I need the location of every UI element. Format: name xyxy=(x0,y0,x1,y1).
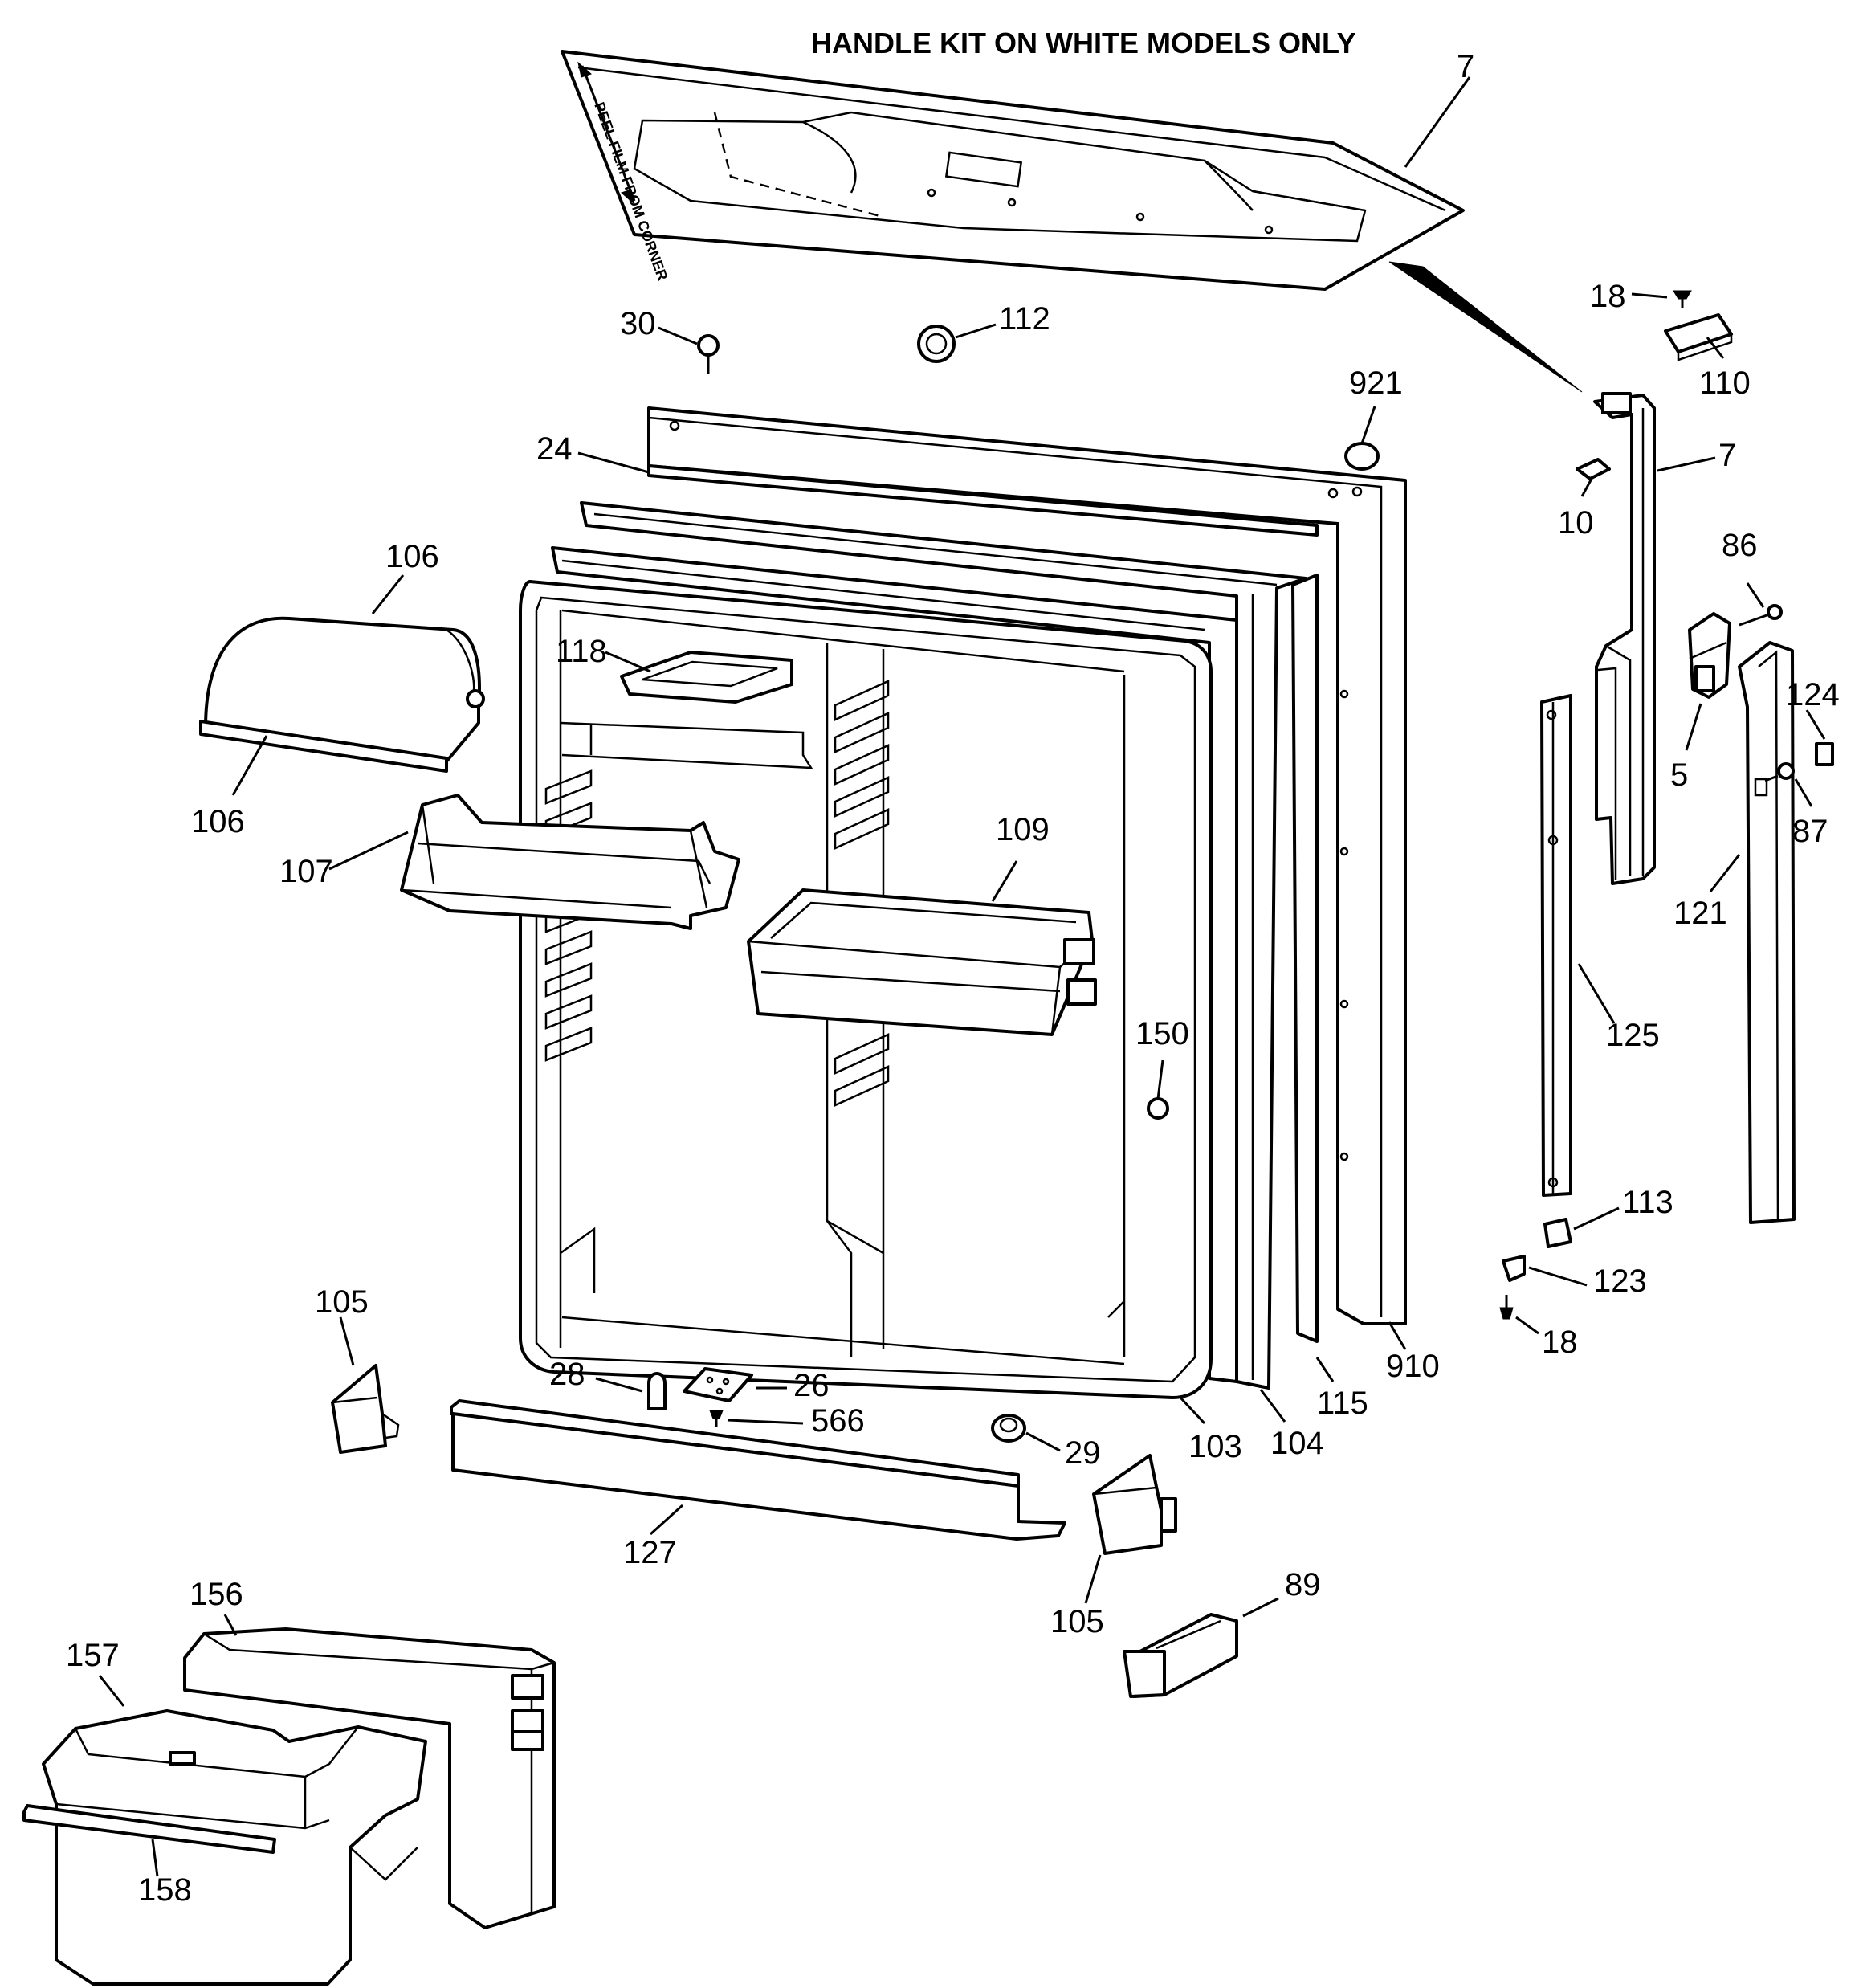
clip-10 xyxy=(1576,458,1611,480)
callout-118: 118 xyxy=(556,634,607,669)
plug-112 xyxy=(917,325,956,363)
callout-28: 28 xyxy=(549,1357,585,1392)
plate-26 xyxy=(683,1367,753,1402)
handle-kit-package: PEEL FILM FROM CORNER xyxy=(561,50,1465,291)
handle-7 xyxy=(1593,392,1656,885)
screw-18-top xyxy=(1673,290,1692,308)
door-bin-109 xyxy=(747,888,1097,1036)
diagram-title: HANDLE KIT ON WHITE MODELS ONLY xyxy=(811,27,1356,59)
callout-30: 30 xyxy=(620,306,656,341)
callout-113: 113 xyxy=(1622,1185,1673,1220)
clip-113 xyxy=(1543,1218,1572,1248)
callout-107: 107 xyxy=(279,854,333,889)
screw-566 xyxy=(709,1410,724,1427)
end-cap-105-right xyxy=(1092,1454,1177,1555)
callout-910: 910 xyxy=(1386,1349,1440,1384)
callout-103: 103 xyxy=(1188,1429,1242,1464)
callout-150: 150 xyxy=(1135,1016,1189,1051)
cover-89 xyxy=(1123,1613,1238,1698)
callout-921: 921 xyxy=(1349,365,1403,401)
screw-18-bottom xyxy=(1499,1295,1514,1320)
trim-121 xyxy=(1738,641,1796,1224)
callout-10: 10 xyxy=(1558,505,1594,541)
bin-housing-156 xyxy=(183,1627,556,1929)
callout-106-top: 106 xyxy=(385,539,439,574)
bracket-110 xyxy=(1664,313,1733,361)
callout-158: 158 xyxy=(138,1872,192,1908)
callout-124: 124 xyxy=(1786,677,1840,712)
strip-115 xyxy=(1291,574,1319,1343)
plug-921 xyxy=(1344,442,1380,471)
callout-89: 89 xyxy=(1285,1567,1321,1602)
bracket-123 xyxy=(1502,1255,1526,1282)
callout-18-top: 18 xyxy=(1590,279,1626,314)
callout-24: 24 xyxy=(536,431,573,467)
dairy-door-106 xyxy=(199,616,485,773)
callout-157: 157 xyxy=(66,1638,120,1673)
callout-123: 123 xyxy=(1593,1263,1647,1299)
callout-26: 26 xyxy=(793,1368,830,1403)
clip-124 xyxy=(1815,742,1834,766)
callout-104: 104 xyxy=(1270,1426,1324,1461)
callout-87: 87 xyxy=(1792,814,1828,849)
kit-to-handle-arrow xyxy=(1388,261,1583,393)
callout-115: 115 xyxy=(1317,1386,1368,1421)
hinge-5 xyxy=(1688,612,1731,699)
screw-150 xyxy=(1147,1097,1169,1120)
callout-7-right: 7 xyxy=(1718,438,1736,473)
trim-strip-125 xyxy=(1540,694,1572,1197)
callout-105-left: 105 xyxy=(315,1284,369,1320)
callout-112: 112 xyxy=(999,301,1050,337)
callout-125: 125 xyxy=(1606,1018,1660,1053)
callout-7-top: 7 xyxy=(1457,49,1474,84)
callout-566: 566 xyxy=(811,1403,865,1439)
callout-29: 29 xyxy=(1065,1435,1101,1471)
liner-frame-103 xyxy=(551,546,1238,1383)
callout-18-bottom: 18 xyxy=(1542,1325,1578,1360)
callout-5: 5 xyxy=(1670,757,1688,793)
callout-109: 109 xyxy=(996,812,1050,847)
plug-29 xyxy=(991,1414,1026,1443)
callout-121: 121 xyxy=(1673,896,1727,931)
screw-86 xyxy=(1739,604,1783,627)
callout-105-right: 105 xyxy=(1050,1604,1104,1639)
drawer-handle-158 xyxy=(22,1804,276,1854)
shelf-107 xyxy=(400,794,740,930)
callout-127: 127 xyxy=(623,1535,677,1570)
callout-86: 86 xyxy=(1722,528,1758,563)
callout-106-bottom: 106 xyxy=(191,804,245,839)
screw-30 xyxy=(697,334,720,374)
leader-7-top xyxy=(1404,76,1471,168)
callout-110: 110 xyxy=(1699,365,1751,401)
end-cap-105-left xyxy=(331,1364,400,1454)
screw-87 xyxy=(1764,762,1795,782)
bottom-rail-127 xyxy=(450,1399,1066,1541)
center-shelf-supports xyxy=(834,680,890,1107)
gasket-104 xyxy=(580,501,1307,1390)
callout-156: 156 xyxy=(190,1577,243,1612)
tray-118 xyxy=(620,651,793,704)
plug-28 xyxy=(647,1372,667,1410)
